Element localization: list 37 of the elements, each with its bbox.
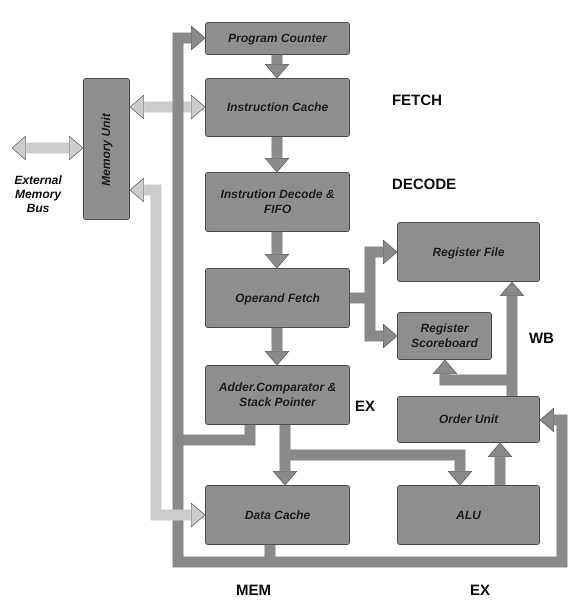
arrow — [130, 178, 206, 528]
process-box — [205, 78, 350, 137]
process-box — [397, 312, 492, 360]
stage-label: MEM — [236, 582, 271, 599]
arrow — [264, 137, 290, 172]
arrow — [488, 442, 512, 485]
process-box — [205, 172, 350, 232]
process-box — [397, 485, 540, 545]
node-label: Operand Fetch — [234, 290, 321, 306]
process-box — [397, 222, 540, 282]
node-label: Program Counter — [227, 31, 328, 46]
stage-label: EX — [470, 582, 490, 599]
arrow — [264, 328, 290, 366]
stage-label: FETCH — [392, 92, 442, 109]
node-label: Memory Unit — [99, 112, 114, 188]
stage-label: DECODE — [392, 176, 456, 193]
node-label: Adder.Comparator & Stack Pointer — [218, 380, 338, 410]
node-label: Instruction Cache — [226, 100, 330, 115]
process-box — [205, 22, 350, 55]
process-box — [205, 485, 350, 545]
arrow — [12, 136, 84, 160]
node-label: Register File — [431, 244, 506, 260]
stage-label: WB — [529, 330, 554, 347]
bus-label: External Memory Bus — [13, 174, 63, 216]
node-label: Register Scoreboard — [410, 321, 479, 351]
process-box — [83, 78, 130, 220]
arrow — [264, 232, 290, 268]
arrow — [264, 55, 290, 78]
node-label: Data Cache — [244, 508, 312, 522]
process-box — [205, 365, 350, 425]
node-label: ALU — [455, 508, 482, 522]
stage-label: EX — [355, 398, 376, 415]
node-label: Instrution Decode & FIFO — [219, 187, 336, 217]
node-label: Order Unit — [438, 412, 500, 427]
process-box — [205, 268, 350, 328]
arrow — [130, 94, 206, 120]
process-box — [397, 396, 540, 443]
